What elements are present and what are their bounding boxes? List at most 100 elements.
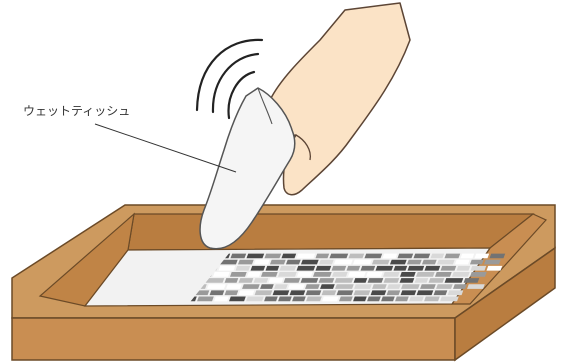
mosaic-tile <box>306 297 322 302</box>
mosaic-tile <box>367 297 381 302</box>
mosaic-tile <box>251 266 266 271</box>
mosaic-tile <box>322 297 339 302</box>
mosaic-tile <box>434 290 448 295</box>
mosaic-tile <box>470 272 487 277</box>
mosaic-tile <box>230 254 246 259</box>
mosaic-tile <box>278 297 292 302</box>
mosaic-tile <box>329 254 348 259</box>
mosaic-tile <box>260 284 274 289</box>
mosaic-tile <box>255 290 273 295</box>
mosaic-tile <box>382 254 397 259</box>
mosaic-tile <box>270 260 286 265</box>
mosaic-tile <box>445 278 464 283</box>
mosaic-tile <box>354 290 371 295</box>
mosaic-tile <box>408 266 425 271</box>
mosaic-tile <box>301 278 319 283</box>
mosaic-tile <box>420 284 436 289</box>
mosaic-tile <box>280 266 297 271</box>
mosaic-tile <box>401 290 417 295</box>
mosaic-tile <box>464 278 480 283</box>
mosaic-tile <box>225 290 239 295</box>
mosaic-tile <box>470 260 484 265</box>
mosaic-tile <box>264 297 278 302</box>
mosaic-tile <box>337 290 354 295</box>
mosaic-tile <box>354 284 372 289</box>
mosaic-tile <box>313 272 332 277</box>
mosaic-tile <box>372 284 387 289</box>
mosaic-tile <box>292 297 306 302</box>
mosaic-tile <box>269 278 284 283</box>
mosaic-tile <box>467 284 485 289</box>
mosaic-tile <box>286 260 301 265</box>
mosaic-tile <box>430 254 444 259</box>
mosaic-tile <box>444 254 460 259</box>
mosaic-tile <box>394 266 408 271</box>
mosaic-tile <box>489 254 505 259</box>
mosaic-tile <box>332 272 348 277</box>
mosaic-tile <box>390 260 407 265</box>
mosaic-tile <box>239 278 254 283</box>
mosaic-tile <box>296 254 315 259</box>
mosaic-tile <box>332 266 347 271</box>
mosaic-tile <box>273 290 290 295</box>
mosaic-tile <box>441 266 457 271</box>
mosaic-tile <box>335 278 354 283</box>
mosaic-tile <box>455 260 470 265</box>
mosaic-tile <box>368 278 384 283</box>
mosaic-tile <box>435 272 452 277</box>
mosaic-tile <box>452 272 470 277</box>
mosaic-tile <box>236 266 251 271</box>
mosaic-tile <box>266 266 280 271</box>
mosaic-tile <box>429 278 445 283</box>
mosaic-tile <box>229 297 246 302</box>
mosaic-tile <box>401 284 420 289</box>
mosaic-tile <box>400 278 415 283</box>
mosaic-tile <box>197 297 214 302</box>
mosaic-tile <box>319 278 335 283</box>
mosaic-tile <box>371 290 387 295</box>
mosaic-tile <box>335 284 354 289</box>
mosaic-tile <box>460 254 474 259</box>
tray-inner-back-wall <box>128 214 533 250</box>
mosaic-tile <box>381 297 395 302</box>
mosaic-tile <box>474 254 489 259</box>
mosaic-tile <box>417 290 434 295</box>
mosaic-tile <box>305 284 320 289</box>
mosaic-tile <box>415 278 429 283</box>
mosaic-tile <box>281 254 296 259</box>
mosaic-tile <box>395 297 409 302</box>
mosaic-tile <box>315 254 329 259</box>
mosaic-tile <box>348 272 366 277</box>
mosaic-tile <box>297 272 313 277</box>
mosaic-tile <box>354 278 368 283</box>
mosaic-tile <box>407 260 422 265</box>
mosaic-tile <box>400 272 416 277</box>
mosaic-tile <box>353 260 372 265</box>
mosaic-tile <box>210 290 225 295</box>
mosaic-tile <box>278 272 297 277</box>
callout-leader-line <box>95 124 236 172</box>
mosaic-tile <box>471 266 487 271</box>
mosaic-tile <box>306 290 322 295</box>
mosaic-tile <box>301 260 319 265</box>
mosaic-tile <box>457 266 471 271</box>
mosaic-tile <box>274 284 288 289</box>
mosaic-tile <box>238 260 254 265</box>
mosaic-tile <box>284 278 301 283</box>
mosaic-tile <box>246 254 264 259</box>
mosaic-tile <box>347 266 361 271</box>
mosaic-tile <box>425 266 441 271</box>
mosaic-tile <box>320 284 335 289</box>
mosaic-tile <box>339 297 353 302</box>
mosaic-tile <box>254 278 269 283</box>
mosaic-tile <box>316 266 332 271</box>
mosaic-tile <box>288 284 305 289</box>
mosaic-tile <box>366 272 383 277</box>
mosaic-tile <box>383 272 400 277</box>
mosaic-tile <box>376 266 394 271</box>
mosaic-tile <box>440 297 459 302</box>
mosaic-tile <box>219 266 236 271</box>
mosaic-tile <box>246 297 264 302</box>
mosaic-tile <box>264 254 281 259</box>
